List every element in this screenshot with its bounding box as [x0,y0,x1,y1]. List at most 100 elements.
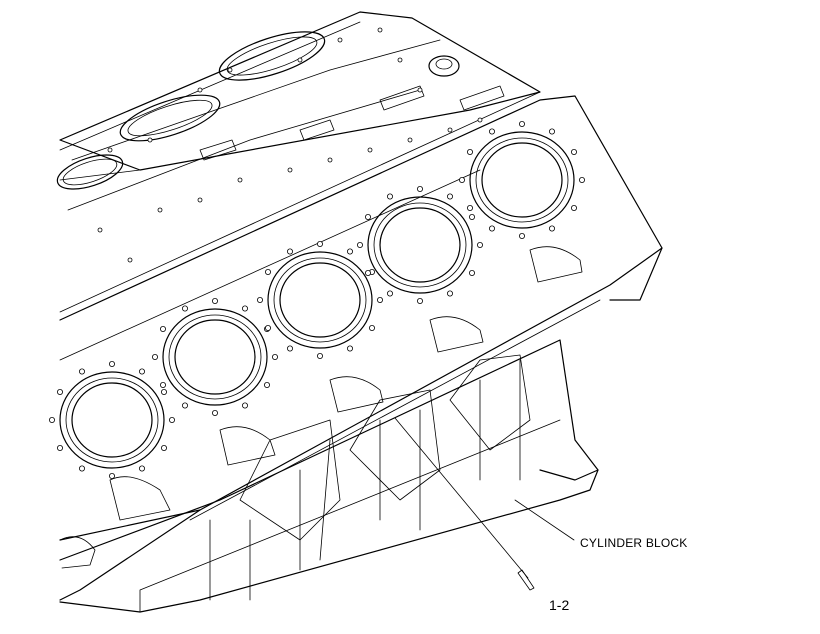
leader-lines [394,417,575,591]
bolt-hole [127,257,133,263]
bolt-hole [356,241,363,248]
bolt-hole [386,193,393,200]
cylinder-bore [162,308,268,406]
bolt-hole [367,147,373,153]
cylinder-bores [59,131,575,469]
cylinder-bore [469,131,575,229]
cylinder-bore [59,371,165,469]
bolt-hole [466,204,473,211]
bolt-icon [517,569,535,591]
bolt-hole [297,57,303,63]
bolt-hole [287,167,293,173]
bolt-hole [327,157,333,163]
bolt-hole [337,37,343,43]
cylinder-bore [71,382,153,458]
bolt-hole [488,128,495,135]
bolt-hole [97,227,103,233]
bolt-hole [109,472,116,479]
bolt-hole [79,368,86,375]
bolt-hole [49,416,56,423]
bolt-hole [138,465,145,472]
bolt-hole [181,305,188,312]
bolt-hole [519,121,526,128]
cylinder-bore [267,251,373,349]
bolt-hole [519,232,526,239]
bolt-hole [416,185,423,192]
bolt-hole [57,388,64,395]
bolt-hole [346,248,353,255]
bolt-hole [468,213,475,220]
bolt-hole [364,213,371,220]
bolt-hole [416,297,423,304]
bolt-hole [157,207,163,213]
bolt-hole [256,296,263,303]
bolt-hole [263,381,270,388]
bolt-hole [138,368,145,375]
bolt-hole [377,27,383,33]
bolt-hole [571,148,578,155]
cylinder-bore [174,319,256,395]
bolt-hole [488,225,495,232]
cylinder-bore [65,377,159,463]
bolt-hole [159,381,166,388]
bolt-hole [160,388,167,395]
cylinder-block-label: CYLINDER BLOCK [580,536,688,550]
bolt-hole [386,290,393,297]
bolt-hole [151,353,158,360]
bolt-hole [549,128,556,135]
bolt-hole [376,296,383,303]
cylinder-bore [273,257,367,343]
bolt-hole [447,127,453,133]
bolt-hole [407,137,413,143]
bolt-hole [168,416,175,423]
bolt-hole [466,148,473,155]
bolt-hole [549,225,556,232]
bolt-hole [159,325,166,332]
bolt-hole [264,324,271,331]
bolt-hole [446,290,453,297]
bolt-hole [417,87,423,93]
bolt-hole [468,269,475,276]
bolt-hole [57,444,64,451]
bolt-hole [477,117,483,123]
cylinder-bore [481,142,563,218]
bolt-hole [241,402,248,409]
bolt-hole [241,305,248,312]
bolt-hole [109,360,116,367]
bolt-hole [211,297,218,304]
part-ref-leader [394,417,529,579]
bolt-hole [197,87,203,93]
bolt-hole [271,353,278,360]
bolt-hole [286,345,293,352]
bolt-hole [346,345,353,352]
cylinder-bore [373,202,467,288]
cylinder-bore [367,196,473,294]
front-deck [59,91,663,601]
bolt-hole [458,176,465,183]
bolt-hole [160,444,167,451]
bolt-hole [211,409,218,416]
cylinder-bore [168,314,262,400]
cylinder-bore [475,137,569,223]
bolt-hole [476,241,483,248]
bolt-hole [79,465,86,472]
bolt-hole [237,177,243,183]
bolt-hole [264,268,271,275]
cylinder-block-leader [514,499,575,541]
bolt-hole [227,67,233,73]
bolt-hole [316,240,323,247]
cylinder-bore [279,262,361,338]
bolt-holes [49,27,586,479]
bolt-hole [368,324,375,331]
bolt-hole [446,193,453,200]
bolt-hole [579,176,586,183]
rear-deck [56,11,541,211]
bolt-hole [397,57,403,63]
bolt-hole [181,402,188,409]
bolt-hole [571,204,578,211]
crankcase [59,246,599,613]
bolt-hole [107,147,113,153]
bolt-hole [286,248,293,255]
